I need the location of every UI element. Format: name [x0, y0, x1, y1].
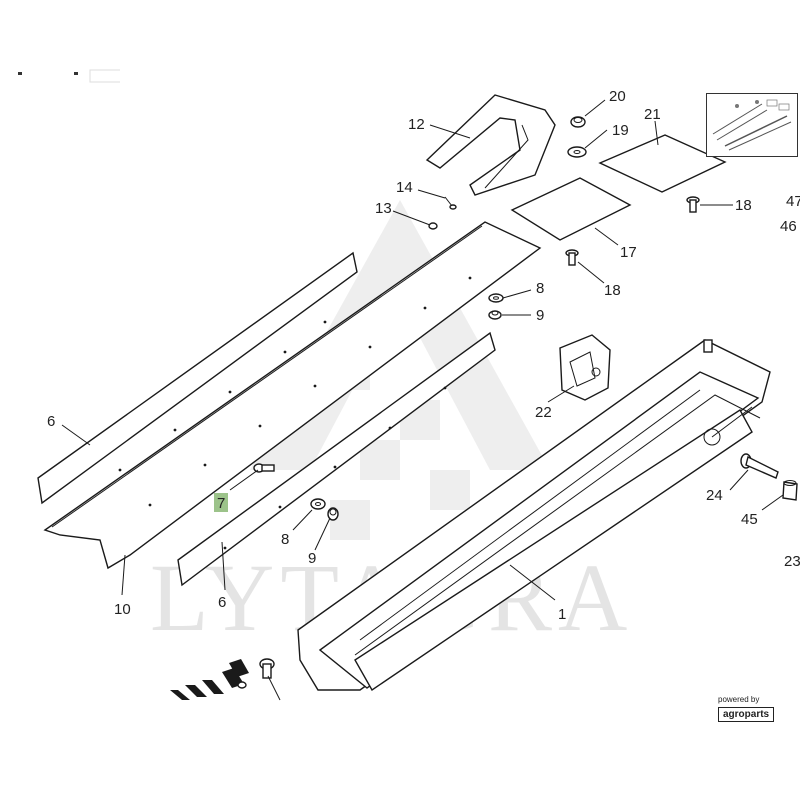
part-washer-19[interactable] [567, 146, 587, 158]
callout-17[interactable]: 17 [620, 244, 637, 261]
part-bushing-45[interactable] [782, 480, 798, 501]
part-plate-17[interactable] [510, 177, 632, 241]
callout-45[interactable]: 45 [741, 511, 758, 528]
part-bolt-18-upper[interactable] [686, 196, 700, 213]
callout-8-upper[interactable]: 8 [536, 280, 544, 297]
callout-46[interactable]: 46 [780, 218, 797, 235]
part-pin-24[interactable] [740, 453, 779, 479]
thumbnail-drawing [712, 99, 792, 151]
header-fragment [10, 66, 129, 84]
part-washer-8-upper[interactable] [488, 293, 504, 303]
callout-10[interactable]: 10 [114, 601, 131, 618]
callout-6-upper[interactable]: 6 [47, 413, 55, 430]
part-screw-14[interactable] [444, 196, 457, 210]
callout-18-upper[interactable]: 18 [735, 197, 752, 214]
part-nut-13[interactable] [428, 222, 438, 230]
part-bolt-18-lower[interactable] [565, 249, 579, 266]
callout-1[interactable]: 1 [558, 606, 566, 623]
mounting-holes [118, 276, 472, 550]
part-nut-20[interactable] [570, 116, 586, 128]
overview-thumbnail[interactable] [706, 93, 798, 157]
powered-by-text: powered by [718, 695, 760, 704]
callout-47[interactable]: 47 [786, 193, 800, 210]
callout-labels: 12 20 19 21 14 13 18 47 46 17 18 8 9 22 … [47, 88, 800, 623]
callout-12[interactable]: 12 [408, 116, 425, 133]
callout-21[interactable]: 21 [644, 106, 661, 123]
callout-9-lower[interactable]: 9 [308, 550, 316, 567]
leader-lines [61, 99, 784, 701]
part-block-22[interactable] [559, 334, 611, 401]
part-frame-1[interactable] [297, 339, 771, 692]
callout-8-lower[interactable]: 8 [281, 531, 289, 548]
callout-9-upper[interactable]: 9 [536, 307, 544, 324]
callout-6-lower[interactable]: 6 [218, 594, 226, 611]
callout-20[interactable]: 20 [609, 88, 626, 105]
part-bolt-7[interactable] [253, 463, 275, 473]
part-nut-9-upper[interactable] [488, 310, 502, 320]
callout-18-lower[interactable]: 18 [604, 282, 621, 299]
powered-by-badge[interactable]: powered by agroparts [718, 695, 798, 727]
part-nut-9-lower[interactable] [327, 507, 339, 521]
callout-19[interactable]: 19 [612, 122, 629, 139]
callout-24[interactable]: 24 [706, 487, 723, 504]
part-plate-10[interactable] [43, 221, 542, 570]
part-washer-8-lower[interactable] [310, 498, 326, 510]
part-strip-6-upper[interactable] [37, 251, 358, 505]
callout-13[interactable]: 13 [375, 200, 392, 217]
part-fragments-bottom [170, 658, 275, 700]
agroparts-logo: agroparts [718, 707, 775, 722]
part-plate-21[interactable] [598, 134, 727, 193]
callout-22[interactable]: 22 [535, 404, 552, 421]
callout-7-highlight [214, 493, 228, 512]
callout-7[interactable]: 7 [217, 495, 225, 512]
part-strip-6-lower[interactable] [177, 331, 496, 587]
part-bracket-12[interactable] [425, 94, 556, 196]
callout-23[interactable]: 23 [784, 553, 800, 570]
callout-14[interactable]: 14 [396, 179, 413, 196]
